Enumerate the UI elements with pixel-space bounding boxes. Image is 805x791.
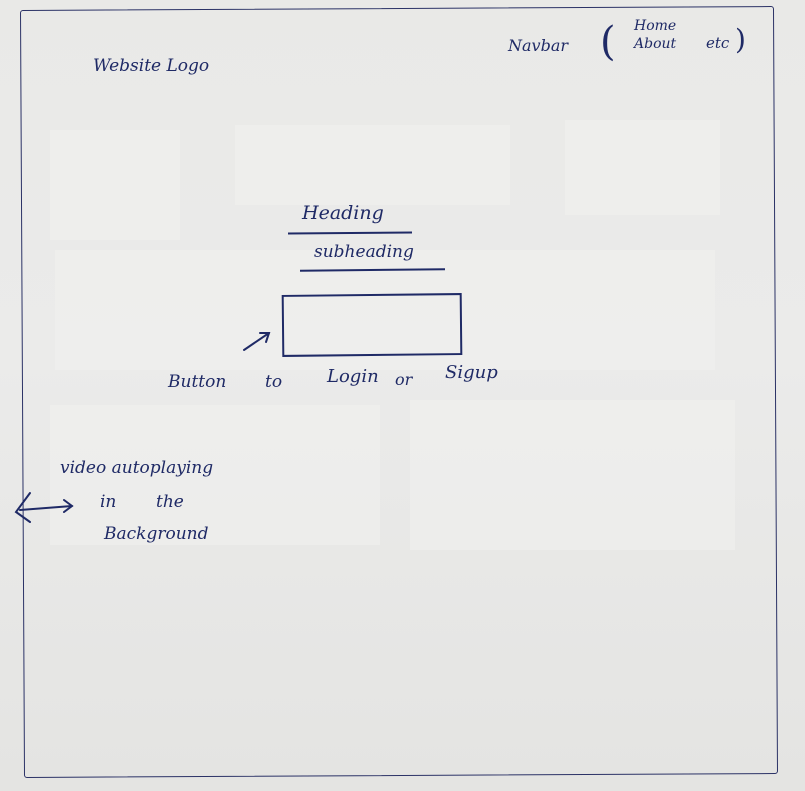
navbar-label: Navbar (508, 36, 569, 55)
nav-item-home: Home (634, 18, 677, 34)
wireframe-page-border (19, 6, 779, 778)
button-caption-login: Login (327, 366, 379, 387)
paper-shadow (50, 405, 380, 545)
video-note-line-3: Background (104, 524, 209, 544)
button-caption-or: or (395, 370, 413, 389)
open-parenthesis: ( (600, 19, 616, 65)
paper-shadow (55, 250, 715, 370)
heading-placeholder: Heading (302, 202, 384, 224)
nav-item-etc: etc (706, 34, 730, 52)
paper-shadow (50, 130, 180, 240)
button-caption-button: Button (168, 372, 227, 392)
paper-shadow (410, 400, 735, 550)
paper-shadow (565, 120, 720, 215)
button-caption-signup: Sigup (445, 362, 498, 383)
close-parenthesis: ) (735, 23, 746, 56)
video-note-the: the (156, 492, 184, 512)
button-caption-to: to (265, 372, 283, 392)
paper-shadow (235, 125, 510, 205)
login-signup-button-sketch (281, 293, 463, 357)
website-logo-placeholder: Website Logo (93, 56, 210, 76)
nav-item-about: About (634, 36, 677, 52)
video-note-in: in (100, 492, 117, 512)
subheading-placeholder: subheading (314, 242, 414, 262)
video-note-line-1: video autoplaying (60, 458, 214, 478)
